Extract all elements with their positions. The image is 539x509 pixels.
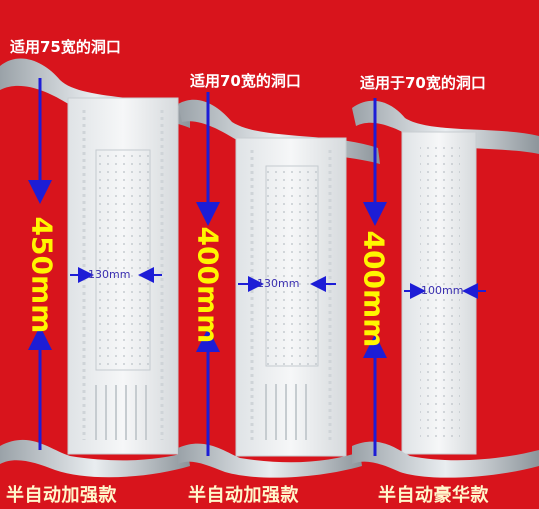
panel-1-height-label: 450mm [25,216,59,334]
hinge-panel-2 [178,99,380,478]
panel-2-width-label: 130mm [257,277,300,290]
panel-2-height-label: 400mm [191,226,225,344]
panel-2-top-label: 适用70宽的洞口 [190,72,301,90]
panel-2-bottom-label: 半自动加强款 [188,485,299,506]
panel-3-bottom-label: 半自动豪华款 [378,485,489,506]
panel-3-height-label: 400mm [357,230,391,348]
panel-1-bottom-label: 半自动加强款 [6,485,117,506]
panel-3-top-label: 适用于70宽的洞口 [360,74,486,92]
panel-1-top-label: 适用75宽的洞口 [10,38,121,56]
hinge-panel-3 [352,100,539,478]
panel-3-width-label: 100mm [421,284,464,297]
panel-1-width-label: 130mm [88,268,131,281]
